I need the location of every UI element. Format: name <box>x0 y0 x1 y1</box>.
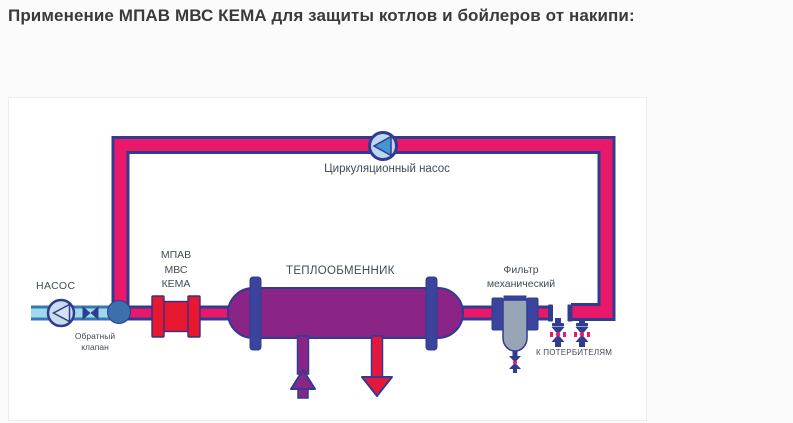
mechanical-filter <box>491 295 539 373</box>
label-mpav-line2: МВС <box>164 263 188 276</box>
outlet-arrow-icon <box>361 335 393 397</box>
consumer-valve-icon <box>574 318 590 347</box>
label-check-valve-line2: клапан <box>81 341 109 352</box>
label-mpav-line1: МПАВ <box>160 249 192 261</box>
filter-body <box>502 299 528 352</box>
label-mpav-device: МПАВ МВС КЕМА <box>146 248 206 292</box>
label-filter-line1: Фильтр <box>503 264 539 276</box>
vessel-flange-left <box>249 276 262 351</box>
filter-flange-right <box>526 297 539 331</box>
mpav-device <box>151 295 201 338</box>
label-feed-pump: НАСОС <box>36 280 76 292</box>
pipe-end-cap <box>548 304 553 322</box>
label-check-valve: Обратный клапан <box>55 331 135 352</box>
page-title: Применение МПАВ МВС КЕМА для защиты котл… <box>8 6 635 25</box>
inlet-arrow-icon <box>290 335 316 399</box>
check-valve-icon <box>82 306 99 320</box>
circulation-pump-icon <box>368 131 398 161</box>
feed-pump-icon <box>46 298 76 328</box>
label-heat-exchanger: ТЕПЛООБМЕННИК <box>286 265 395 277</box>
heat-exchanger-vessel <box>227 276 464 351</box>
tee-junction-icon <box>107 300 131 324</box>
filter-drain-valve-icon <box>509 351 521 373</box>
label-mpav-line3: КЕМА <box>161 278 191 290</box>
filter-flange-left <box>491 297 504 331</box>
recirculation-loop-pipe <box>111 136 616 321</box>
label-circulation-pump: Циркуляционный насос <box>324 163 450 175</box>
vessel-flange-right <box>425 276 438 351</box>
label-to-consumers: К ПОТЕРБИТЕЛЯМ <box>536 348 613 357</box>
loop-end-cap <box>567 304 573 322</box>
consumer-valve-icon <box>550 318 566 347</box>
label-filter-line2: механический <box>486 277 556 290</box>
label-check-valve-line1: Обратный <box>74 331 116 341</box>
label-filter: Фильтр механический <box>471 264 571 291</box>
